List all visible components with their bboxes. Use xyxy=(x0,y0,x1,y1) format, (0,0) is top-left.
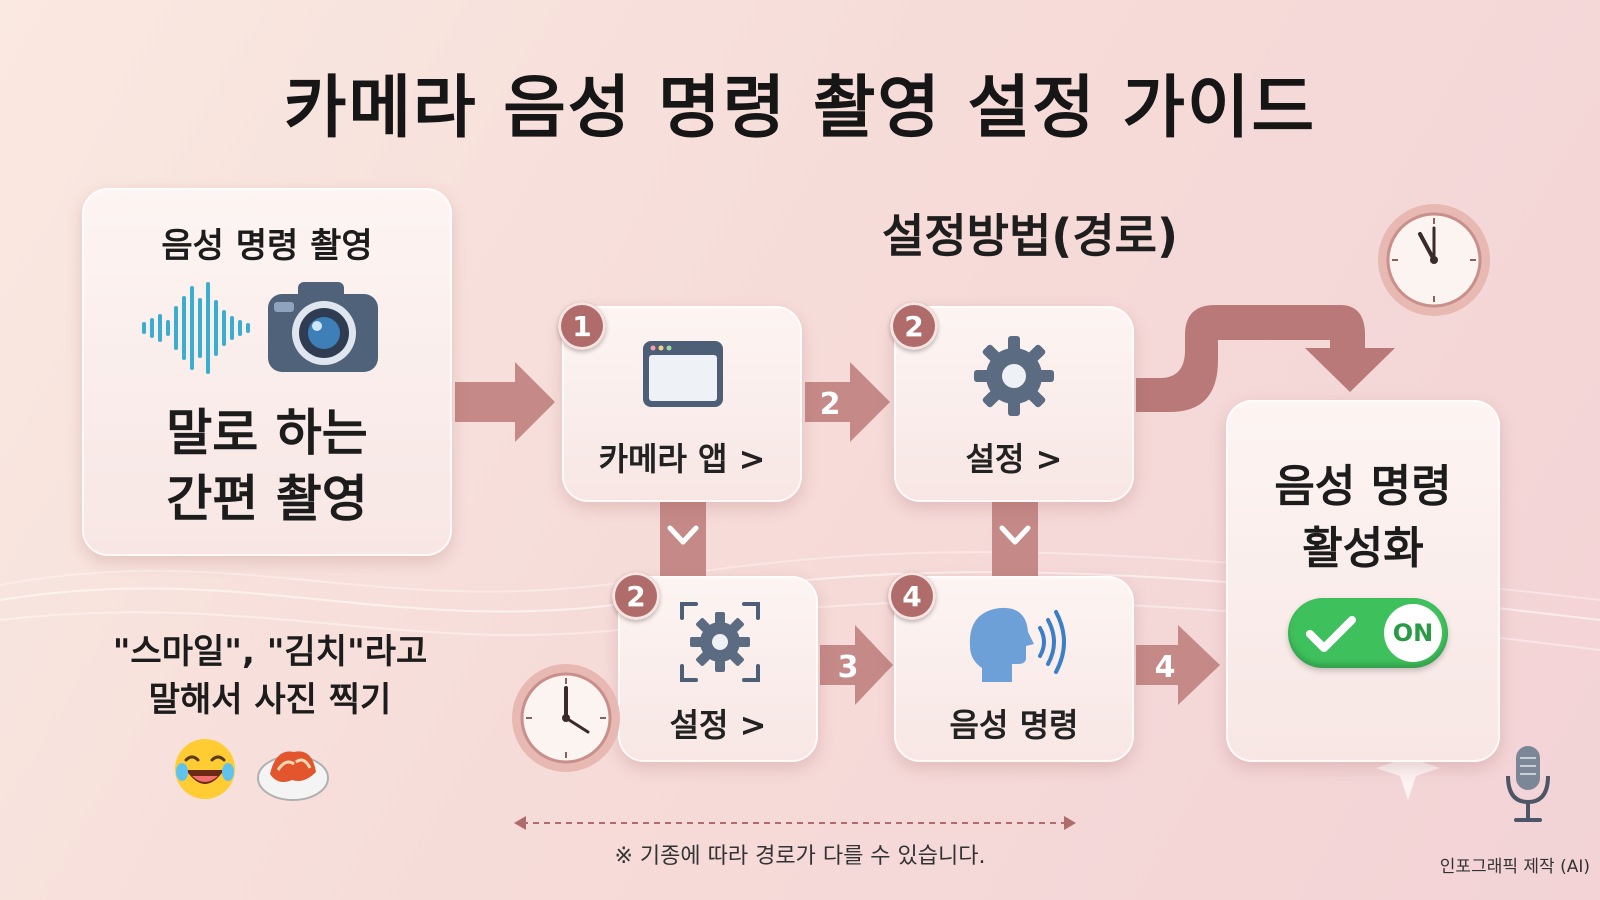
kimchi-icon xyxy=(257,751,329,801)
feature-main-text: 말로 하는 간편 촬영 xyxy=(166,404,368,528)
step-card-camera-app[interactable]: 카메라 앱 > xyxy=(562,306,802,502)
example-caption: "스마일", "김치"라고 말해서 사진 찍기 xyxy=(112,632,428,720)
feature-card: 음성 명령 촬영 말로 하는 간편 촬영 xyxy=(82,188,452,556)
step-badge-3: 2 xyxy=(612,572,660,620)
camera-icon xyxy=(268,282,378,372)
step-badge-1: 1 xyxy=(558,302,606,350)
credit-text: 인포그래픽 제작 (AI) xyxy=(1439,857,1590,877)
device-note: ※ 기종에 따라 경로가 다를 수 있습니다. xyxy=(614,844,986,869)
step-label: 음성 명령 xyxy=(949,706,1079,744)
checkmark-icon xyxy=(1306,616,1356,652)
arrow-step4-to-result xyxy=(1136,625,1220,705)
clock-icon xyxy=(1378,204,1490,316)
step-badge-4: 4 xyxy=(888,572,936,620)
result-title: 음성 명령 활성화 xyxy=(1274,461,1452,574)
step-card-voice-command[interactable]: 음성 명령 xyxy=(894,576,1134,762)
arrow-feature-to-step1 xyxy=(455,362,555,442)
arrow-number-label: 4 xyxy=(1155,650,1176,685)
result-card: 음성 명령 활성화 ON xyxy=(1226,400,1500,762)
settings-path-heading: 설정방법(경로) xyxy=(882,209,1178,263)
arrow-number-label: 2 xyxy=(820,387,841,422)
step-label: 카메라 앱 > xyxy=(598,440,766,478)
step-label: 설정 > xyxy=(965,440,1063,478)
arrow-step3-to-step4 xyxy=(820,625,893,705)
voice-command-toggle[interactable]: ON xyxy=(1288,598,1448,668)
toggle-on-label: ON xyxy=(1384,604,1442,662)
arrow-step2-to-result xyxy=(1136,305,1395,412)
laughing-emoji-icon xyxy=(175,739,235,799)
sound-wave-icon xyxy=(142,282,250,374)
chevron-down-icon xyxy=(999,525,1031,545)
feature-title: 음성 명령 촬영 xyxy=(161,226,373,266)
clock-icon xyxy=(512,664,620,772)
gear-icon xyxy=(974,336,1054,416)
chevron-down-icon xyxy=(667,525,699,545)
step-badge-2: 2 xyxy=(890,302,938,350)
arrow-number-label: 3 xyxy=(838,650,859,685)
step-label: 설정 > xyxy=(669,706,767,744)
speaking-head-icon xyxy=(969,607,1066,682)
gear-scan-icon xyxy=(680,602,760,682)
page-title: 카메라 음성 명령 촬영 설정 가이드 xyxy=(283,69,1317,148)
arrow-step1-to-step2 xyxy=(805,362,890,442)
microphone-icon xyxy=(1506,746,1550,822)
app-window-icon xyxy=(643,341,723,407)
